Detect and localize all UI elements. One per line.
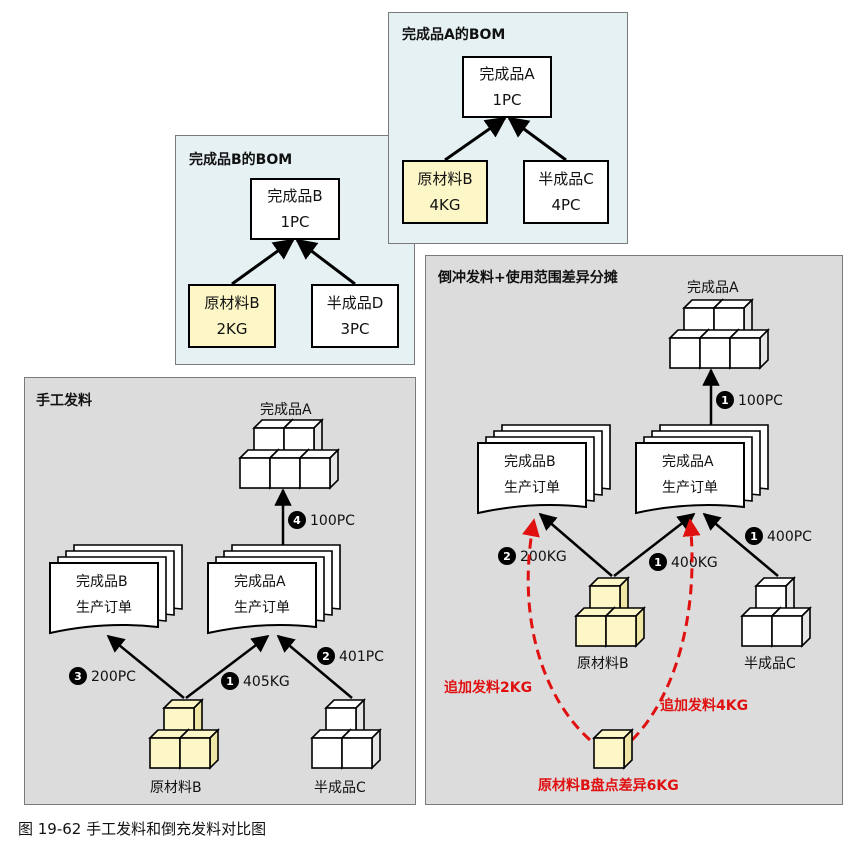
manual-title: 手工发料 [36, 393, 92, 409]
manual-step-2: 2 401PC [317, 647, 384, 665]
bom-b-left-node: 原材料B 2KG [188, 284, 276, 348]
backflush-semi-c-label: 半成品C [744, 656, 796, 672]
backflush-material-b-cubes [575, 577, 645, 647]
backflush-panel [425, 255, 843, 805]
manual-order-b-line2: 生产订单 [76, 600, 132, 616]
step-number: 1 [721, 394, 729, 407]
manual-order-b-line1: 完成品B [76, 574, 128, 590]
manual-step-1: 1 405KG [221, 672, 290, 690]
node-name: 半成品D [326, 294, 384, 312]
bom-b-right-node: 半成品D 3PC [311, 284, 399, 348]
bom-a-root-node: 完成品A 1PC [462, 56, 552, 118]
backflush-product-a-cubes [669, 299, 769, 369]
manual-step-4: 4 100PC [288, 511, 355, 529]
variance-curve-right [630, 518, 701, 742]
bom-a-edge-left [444, 116, 507, 162]
backflush-step-product: 1 100PC [716, 391, 783, 409]
manual-order-a-line1: 完成品A [234, 574, 286, 590]
step-text: 400PC [767, 529, 812, 545]
node-qty: 4KG [429, 196, 461, 214]
backflush-title: 倒冲发料+使用范围差异分摊 [438, 270, 618, 286]
backflush-order-a-line1: 完成品A [662, 454, 714, 470]
variance-cube [593, 729, 633, 769]
manual-arrow-3 [106, 634, 185, 699]
backflush-arrow-a [613, 512, 696, 577]
manual-arrow-2 [276, 634, 353, 699]
node-qty: 3PC [340, 320, 370, 338]
bom-b-title: 完成品B的BOM [189, 152, 293, 168]
backflush-order-a-line2: 生产订单 [662, 480, 718, 496]
backflush-order-b-line1: 完成品B [504, 454, 556, 470]
variance-curve-left [522, 518, 591, 742]
step-number: 2 [322, 650, 330, 663]
backflush-step-c: 1 400PC [745, 527, 812, 545]
backflush-semi-c-cubes [741, 577, 811, 647]
step-text: 100PC [310, 513, 355, 529]
node-qty: 4PC [551, 196, 581, 214]
backflush-order-b-line2: 生产订单 [504, 480, 560, 496]
manual-semi-c-label: 半成品C [314, 780, 366, 796]
add-issue-left-label: 追加发料2KG [444, 679, 532, 696]
node-name: 原材料B [204, 294, 260, 312]
manual-material-b-label: 原材料B [150, 780, 202, 796]
step-number: 1 [226, 675, 234, 688]
figure-caption: 图 19-62 手工发料和倒充发料对比图 [18, 820, 267, 838]
backflush-step-a: 1 400KG [649, 553, 718, 571]
step-text: 200KG [520, 549, 567, 565]
manual-product-a-label: 完成品A [260, 402, 312, 418]
step-text: 401PC [339, 649, 384, 665]
step-text: 200PC [91, 669, 136, 685]
bom-a-right-node: 半成品C 4PC [523, 160, 609, 224]
backflush-arrow-c [702, 512, 779, 577]
backflush-arrow-b [538, 512, 613, 577]
bom-a-left-node: 原材料B 4KG [402, 160, 488, 224]
bom-a-title: 完成品A的BOM [402, 27, 506, 43]
step-number: 4 [293, 514, 301, 527]
bom-b-edge-right [295, 238, 356, 286]
step-text: 405KG [243, 674, 290, 690]
add-issue-right-label: 追加发料4KG [660, 697, 748, 714]
node-name: 半成品C [538, 170, 594, 188]
step-number: 3 [74, 670, 82, 683]
manual-arrow-1 [185, 634, 270, 699]
step-number: 1 [654, 556, 662, 569]
node-qty: 1PC [280, 213, 310, 231]
step-text: 400KG [671, 555, 718, 571]
manual-product-a-cubes [239, 419, 339, 489]
node-qty: 2KG [216, 320, 248, 338]
variance-label: 原材料B盘点差异6KG [538, 777, 679, 794]
manual-material-b-cubes [149, 699, 219, 769]
step-number: 2 [503, 550, 511, 563]
node-name: 原材料B [417, 170, 473, 188]
manual-semi-c-cubes [311, 699, 381, 769]
bom-b-root-node: 完成品B 1PC [250, 178, 340, 240]
backflush-step-b: 2 200KG [498, 547, 567, 565]
node-qty: 1PC [492, 91, 522, 109]
node-name: 完成品A [479, 65, 535, 83]
manual-step-3: 3 200PC [69, 667, 136, 685]
bom-b-edge-left [231, 238, 295, 286]
bom-a-edge-right [507, 116, 567, 162]
step-number: 1 [750, 530, 758, 543]
backflush-product-a-label: 完成品A [687, 280, 739, 296]
node-name: 完成品B [267, 187, 323, 205]
step-text: 100PC [738, 393, 783, 409]
manual-order-a-line2: 生产订单 [234, 600, 290, 616]
backflush-material-b-label: 原材料B [577, 656, 629, 672]
